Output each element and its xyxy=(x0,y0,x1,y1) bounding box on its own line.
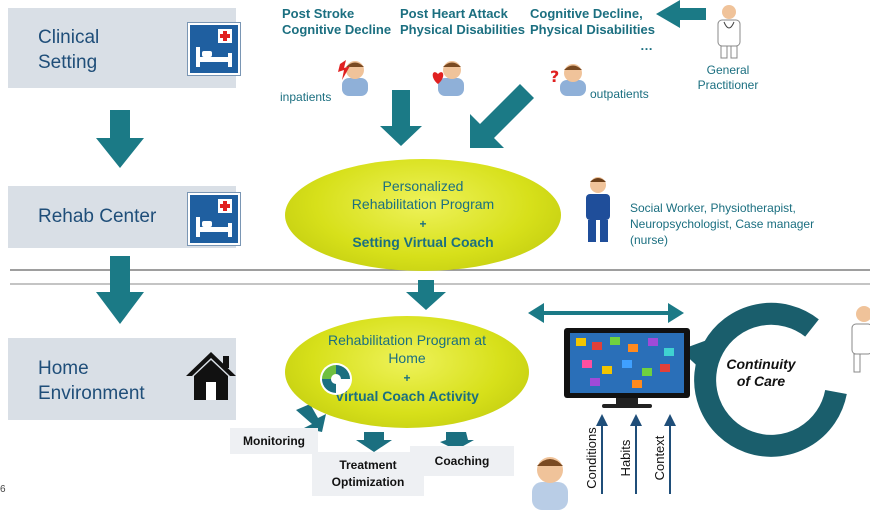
monitoring-label: Monitoring xyxy=(230,428,318,454)
arrow-to-monitoring xyxy=(296,404,326,432)
doctor-figure-icon xyxy=(712,4,746,60)
input-conditions-label: Conditions xyxy=(584,427,599,489)
continuity-circle xyxy=(694,302,847,457)
arrow-to-coaching xyxy=(440,432,474,450)
continuity-arrow-head xyxy=(680,336,718,374)
input-habits-label: Habits xyxy=(618,439,633,477)
hospital-bed-icon xyxy=(188,23,240,75)
program2-line3: Virtual Coach Activity xyxy=(335,388,479,404)
coaching-label: Coaching xyxy=(410,446,514,476)
program1-line3: Setting Virtual Coach xyxy=(352,234,494,250)
arrow-habits-head xyxy=(630,414,642,426)
program1-line1: Personalized xyxy=(382,178,464,194)
doctor-right-edge-icon xyxy=(846,304,870,374)
inpatients-label: inpatients xyxy=(280,90,332,104)
input-context: Context xyxy=(652,420,668,496)
arrow-clinical-to-rehab xyxy=(96,110,144,168)
input-conditions: Conditions xyxy=(584,420,600,496)
program2-line2: Home xyxy=(388,350,426,366)
care-team-figure-icon xyxy=(580,176,616,244)
rehab-center-label: Rehab Center xyxy=(38,206,157,227)
rehab-center-box: Rehab Center xyxy=(8,186,240,248)
condition-ellipsis: … xyxy=(640,38,653,53)
patient-question-icon: ? xyxy=(548,60,588,96)
clinical-setting-label: Clinical Setting xyxy=(38,27,100,73)
house-icon xyxy=(184,350,238,402)
arrow-inpatients-down xyxy=(380,90,422,146)
home-patient-icon xyxy=(528,452,572,510)
arrow-gp-to-conditions xyxy=(656,0,706,28)
arrow-context-head xyxy=(664,414,676,426)
clinical-setting-box: Clinical Setting xyxy=(8,8,240,88)
personalized-program-ellipse: Personalized Rehabilitation Program + Se… xyxy=(285,159,561,271)
home-environment-box: Home Environment xyxy=(8,338,236,420)
program1-plus: + xyxy=(419,217,427,231)
arrow-outpatients-diagonal xyxy=(470,84,534,148)
arrow-program-down xyxy=(406,280,446,310)
condition-cognitive-decline: Cognitive Decline, Physical Disabilities xyxy=(530,6,656,37)
arrow-to-treatment xyxy=(356,432,392,452)
svg-text:?: ? xyxy=(550,67,559,86)
condition-post-stroke: Post Stroke Cognitive Decline xyxy=(282,6,392,37)
virtual-coach-logo-icon xyxy=(319,362,353,396)
condition-post-heart-attack: Post Heart Attack Physical Disabilities xyxy=(400,6,526,37)
care-team-label: Social Worker, Physiotherapist, Neuropsy… xyxy=(630,201,815,247)
page-number: 6 xyxy=(0,484,6,495)
home-program-ellipse: Rehabilitation Program at Home + Virtual… xyxy=(285,316,529,428)
patient-stroke-icon xyxy=(336,56,372,96)
smart-tv-icon xyxy=(562,326,692,412)
double-arrow-right-head xyxy=(668,303,684,323)
rehab-bed-icon xyxy=(188,193,240,245)
program1-line2: Rehabilitation Program xyxy=(351,196,495,212)
program2-plus: + xyxy=(403,371,411,385)
input-habits: Habits xyxy=(618,420,634,496)
continuity-of-care-label: Continuity of Care xyxy=(726,356,796,389)
general-practitioner-label: General Practitioner xyxy=(697,63,759,92)
treatment-optimization-label: Treatment Optimization xyxy=(312,452,424,496)
double-arrow-left-head xyxy=(528,303,544,323)
arrow-rehab-to-home xyxy=(96,256,144,324)
program2-line1: Rehabilitation Program at xyxy=(328,332,486,348)
patient-heart-icon xyxy=(430,56,466,96)
home-environment-label: Home Environment xyxy=(38,358,145,404)
input-context-label: Context xyxy=(652,435,667,481)
arrow-conditions-head xyxy=(596,414,608,426)
outpatients-label: outpatients xyxy=(590,87,649,101)
